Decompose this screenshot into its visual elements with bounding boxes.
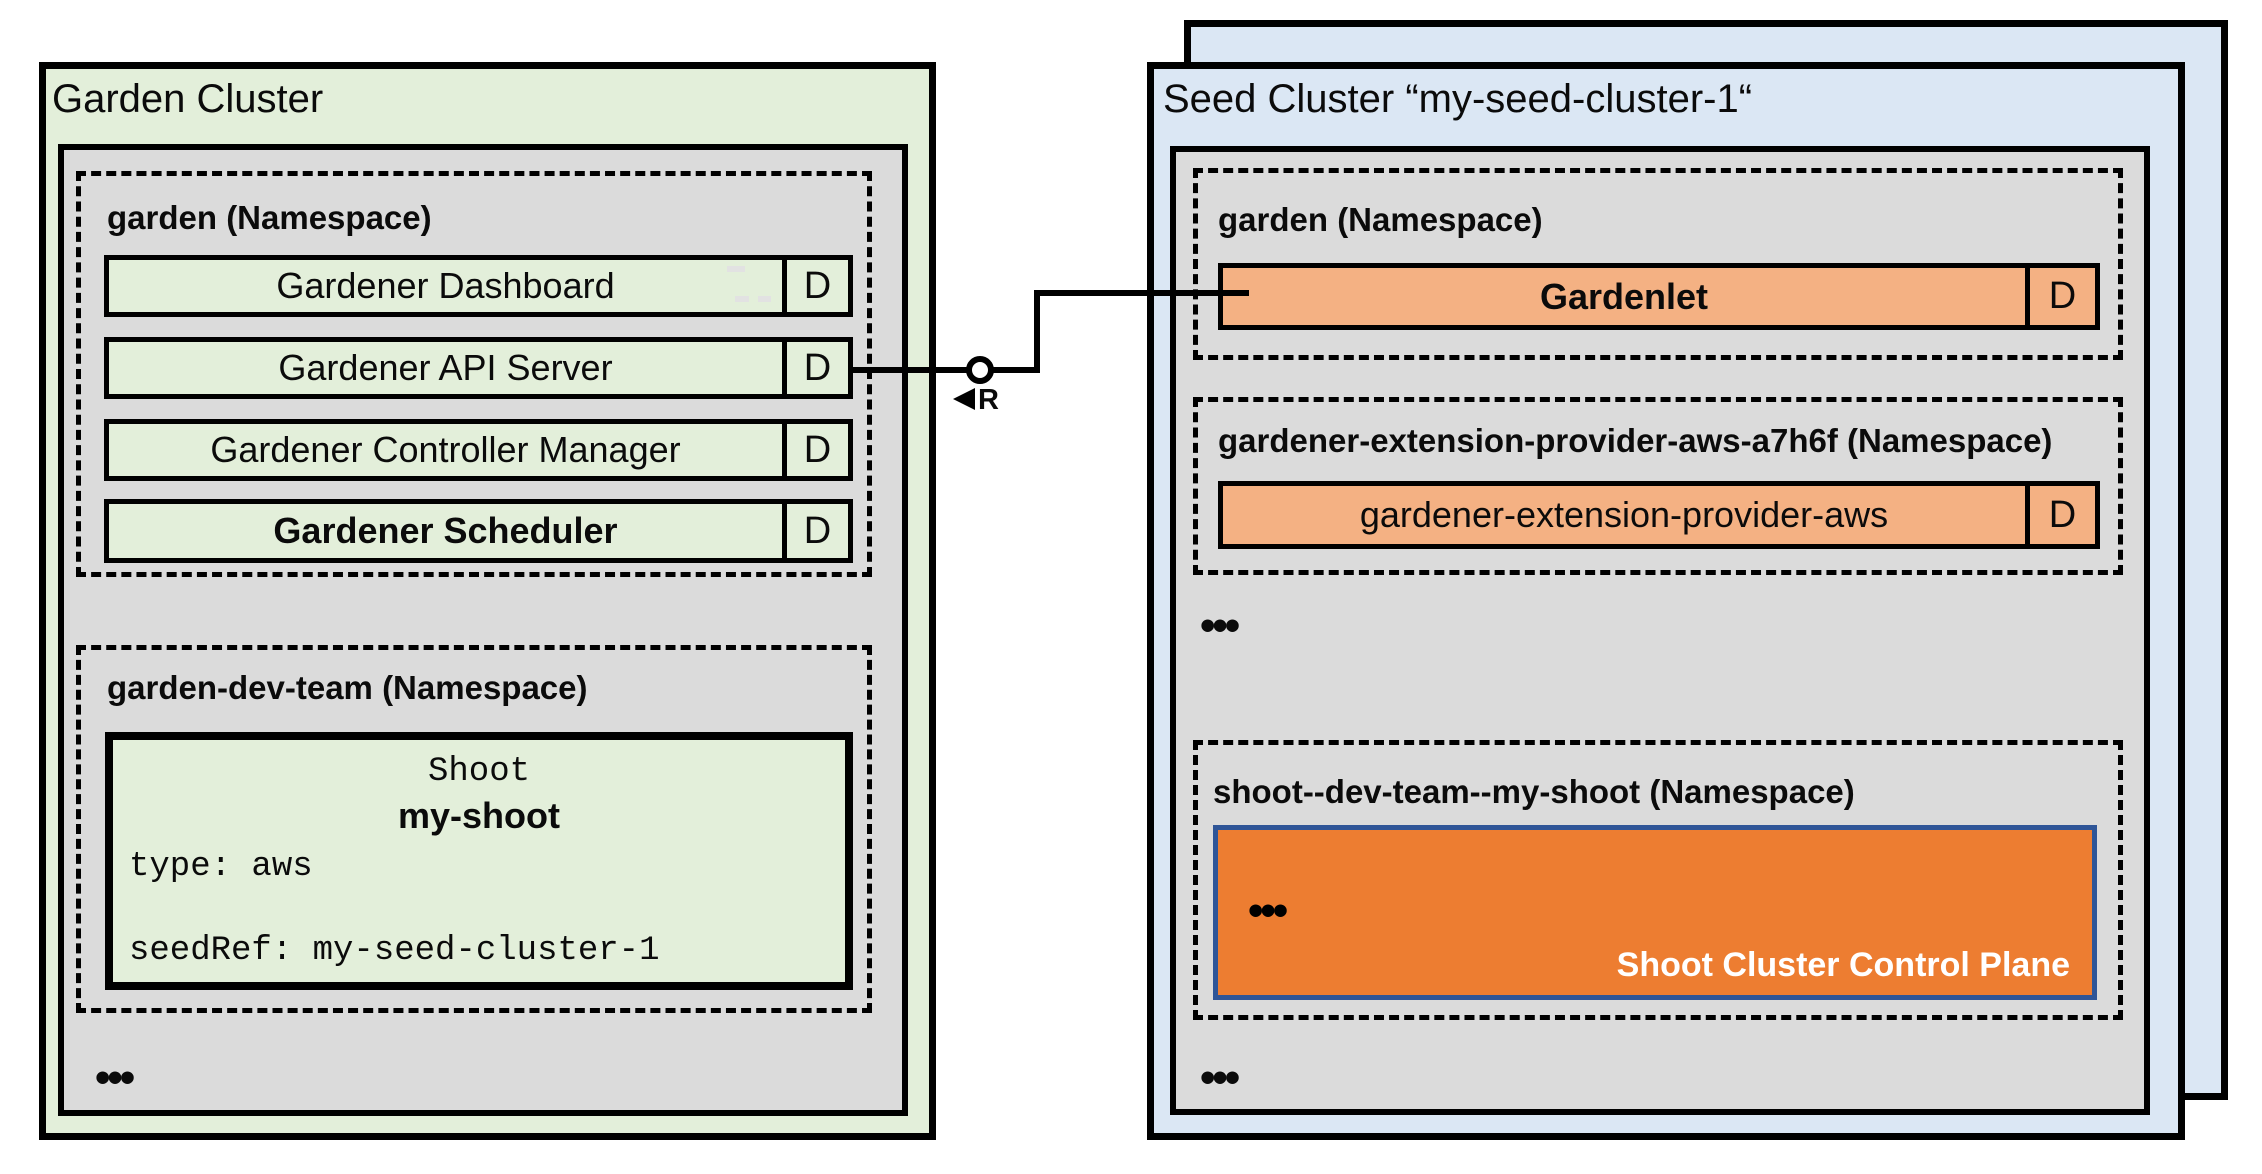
seed-extension-namespace-box	[1193, 397, 2123, 575]
garden-namespace-box	[76, 171, 872, 577]
deployment-name: Gardener Scheduler	[273, 510, 618, 551]
arrow-left-icon	[953, 388, 975, 410]
seed-garden-namespace-label: garden (Namespace)	[1218, 201, 1543, 238]
garden-namespace-label: garden (Namespace)	[107, 199, 432, 236]
deployment-badge: D	[782, 342, 848, 394]
shoot-spec-type: type: aws	[129, 848, 313, 886]
deployment-badge: D	[2025, 486, 2095, 544]
connector-line-segment	[853, 367, 967, 373]
shoot-spec: type: aws seedRef: my-seed-cluster-1	[129, 846, 660, 972]
deployment-badge: D	[782, 260, 848, 312]
garden-dev-team-namespace-box	[76, 645, 872, 1013]
seed-extension-namespace-label: gardener-extension-provider-aws-a7h6f (N…	[1218, 422, 2053, 459]
seed-cluster-middle-ellipsis: •••	[1200, 601, 1240, 650]
deployment-bar-gardener-controller-manager: Gardener Controller Manager D	[104, 419, 853, 481]
deployment-bar-gardener-extension-provider-aws: gardener-extension-provider-aws D	[1218, 481, 2100, 549]
garden-cluster-ellipsis: •••	[95, 1053, 135, 1102]
artifact-dash	[727, 266, 745, 272]
deployment-bar-gardener-scheduler: Gardener Scheduler D	[104, 499, 853, 563]
deployment-bar-gardenlet: Gardenlet D	[1218, 263, 2100, 330]
artifact-dash	[735, 296, 749, 302]
connector-line-segment	[1034, 290, 1040, 373]
control-plane-label: Shoot Cluster Control Plane	[1616, 946, 2070, 984]
garden-cluster-title: Garden Cluster	[52, 77, 324, 121]
connector-label: R	[978, 384, 999, 416]
deployment-bar-gardener-dashboard: Gardener Dashboard D	[104, 255, 853, 317]
shoot-spec-seedref: seedRef: my-seed-cluster-1	[129, 932, 660, 970]
deployment-name: Gardener Controller Manager	[210, 429, 681, 470]
connector-line-segment	[992, 367, 1040, 373]
deployment-bar-gardener-api-server: Gardener API Server D	[104, 337, 853, 399]
deployment-badge: D	[2025, 268, 2095, 325]
seed-shoot-namespace-box	[1193, 740, 2123, 1020]
seed-cluster-bottom-ellipsis: •••	[1200, 1053, 1240, 1102]
deployment-name: gardener-extension-provider-aws	[1359, 494, 1889, 535]
seed-garden-namespace-box	[1193, 168, 2123, 360]
interface-circle-icon	[966, 356, 994, 384]
deployment-name: Gardener Dashboard	[276, 265, 615, 306]
shoot-cluster-control-plane-box: ••• Shoot Cluster Control Plane	[1213, 825, 2097, 1000]
deployment-name: Gardener API Server	[278, 347, 613, 388]
control-plane-ellipsis: •••	[1248, 886, 1288, 935]
shoot-resource-box: Shoot my-shoot type: aws seedRef: my-see…	[105, 732, 853, 990]
shoot-kind: Shoot	[427, 753, 531, 791]
deployment-badge: D	[782, 424, 848, 476]
connector-line-segment	[1034, 290, 1249, 296]
shoot-name: my-shoot	[398, 795, 560, 836]
seed-cluster-title: Seed Cluster “my-seed-cluster-1“	[1163, 77, 1753, 121]
deployment-name: Gardenlet	[1539, 275, 1709, 317]
deployment-badge: D	[782, 504, 848, 558]
artifact-dash	[758, 296, 771, 302]
garden-dev-team-namespace-label: garden-dev-team (Namespace)	[107, 669, 588, 706]
seed-shoot-namespace-label: shoot--dev-team--my-shoot (Namespace)	[1213, 773, 1855, 810]
